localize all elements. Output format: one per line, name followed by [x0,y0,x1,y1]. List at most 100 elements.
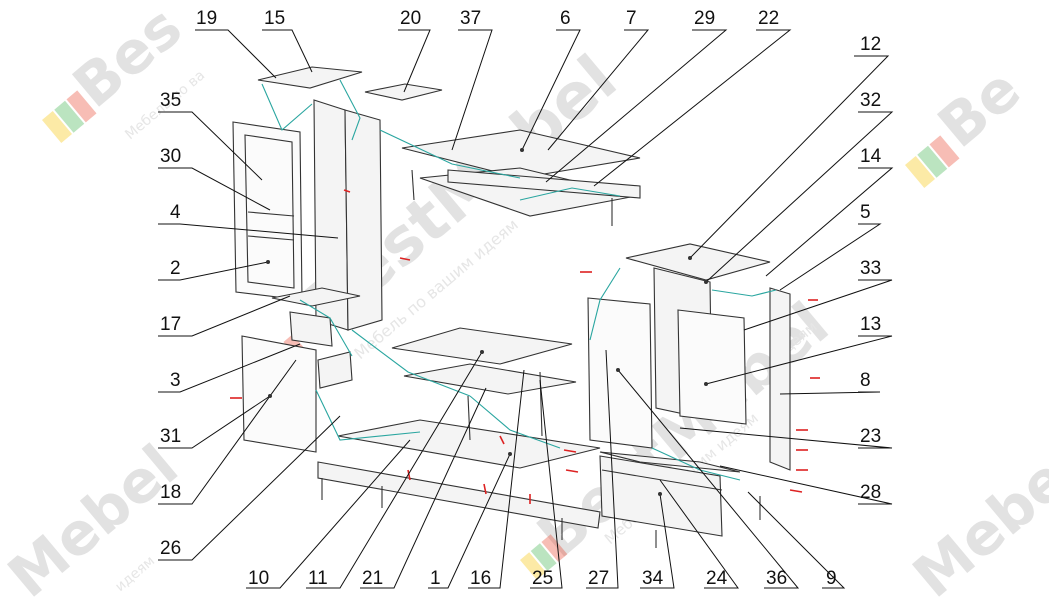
leader-4 [158,223,339,239]
leader-11 [306,351,483,589]
leaders-top [195,29,894,395]
side-panel-outer [344,109,383,331]
right-top-12 [625,243,771,281]
leader-19 [195,29,277,79]
box-3 [289,311,333,347]
part-label: 16 [470,568,491,589]
part-label: 29 [694,8,715,29]
part-label: 11 [308,568,328,589]
connector-1 [261,83,313,131]
part-label: 31 [160,426,181,447]
anchor-dot [480,350,484,354]
leader-28 [719,465,893,505]
door-shelf-line-2 [247,235,295,241]
drawer-34-line [601,469,723,491]
part-label: 33 [860,258,881,279]
leader-13 [705,335,893,385]
connector-2 [339,79,361,141]
connector-7 [589,267,621,341]
connector-10 [299,299,353,357]
left-tower [232,66,443,453]
part-label: 4 [170,202,181,223]
watermark-logo-top-right [905,135,960,188]
top-shelf-15 [257,66,363,89]
leader-35 [158,111,263,181]
fastener-2 [399,257,411,261]
part-label: 24 [706,568,728,589]
part-label: 12 [860,34,881,55]
part-label: 23 [860,426,881,447]
leader-25 [530,379,563,589]
fasteners [230,189,820,504]
leader-1 [428,453,511,589]
connector-8 [711,289,777,297]
leader-5 [779,223,882,291]
mid-shelf-17 [271,287,361,307]
watermark-tagline-bottom-left: идеям [112,553,158,595]
leader-24 [659,479,739,589]
part-label: 35 [160,90,181,111]
fastener-13 [565,469,579,473]
leader-3 [158,343,301,393]
post-1 [411,169,415,201]
part-label: 34 [642,568,664,589]
part-label: 3 [170,370,181,391]
connector-11 [519,187,621,201]
tv-shelf-1 [391,327,573,365]
connector-3 [379,129,521,179]
plinth-top-10 [337,419,601,469]
leader-15 [262,29,313,73]
watermark-brand-bottom-left: Mebel [0,431,191,600]
part-label: 1 [430,568,441,589]
anchor-dot [508,452,512,456]
right-panel-8 [769,287,791,471]
glass-door-upper-frame [244,134,295,289]
part-labels: 19 15 20 37 6 7 29 22 12 32 14 5 33 13 8… [160,8,882,589]
part-label: 19 [196,8,217,29]
anchor-dot [704,382,708,386]
leader-16 [468,369,525,589]
watermark-logo-bottom [520,534,568,580]
anchor-dot [266,260,270,264]
leader-27 [586,349,619,589]
center-section [317,129,641,540]
leaders-bottom [246,349,846,589]
part-label: 37 [460,8,481,29]
leader-23 [679,427,893,449]
part-label: 27 [588,568,609,589]
anchor-dot [268,394,272,398]
part-label: 14 [860,146,882,167]
part-label: 21 [362,568,383,589]
leader-6 [521,29,581,151]
leaders-right [679,427,893,505]
leader-32 [705,111,894,283]
part-label: 2 [170,258,181,279]
right-door-13 [677,309,747,425]
part-label: 25 [532,568,553,589]
small-shelf-20 [364,83,443,101]
leader-21 [360,387,487,589]
part-label: 26 [160,538,181,559]
anchor-dot [616,368,620,372]
leader-36 [617,369,800,589]
leaders-left [158,111,341,561]
leader-17 [158,295,291,337]
part-label: 5 [860,202,871,223]
leader-30 [158,167,271,211]
part-label: 6 [560,8,571,29]
anchor-dots [266,148,708,496]
leader-22 [593,29,792,187]
glass-door-lower [241,335,317,453]
part-label: 30 [160,146,181,167]
connector-5 [315,389,421,441]
tv-shelf-lower [403,363,577,395]
watermark-brand-bottom-right: Mebe [900,444,1049,600]
part-label: 22 [758,8,779,29]
leader-20 [398,29,431,93]
right-shelf-27 [599,451,741,473]
anchor-dot [704,280,708,284]
part-label: 32 [860,90,881,111]
anchor-dot [520,148,524,152]
part-label: 36 [766,568,787,589]
